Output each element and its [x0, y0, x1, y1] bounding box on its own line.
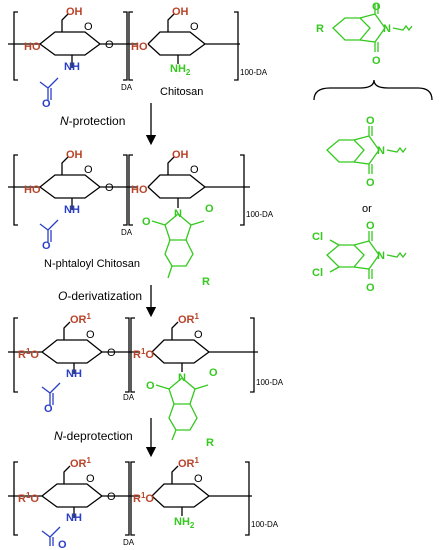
ring-oxygen: O: [84, 164, 93, 176]
phthalimide-n-label: N: [377, 145, 385, 157]
phthalimide-n-label: N: [178, 372, 186, 384]
or-label: or: [362, 203, 372, 215]
glycosidic-oxygen: O: [105, 182, 114, 194]
hydroxyl-label: HO: [24, 41, 41, 53]
amine-label: NH2: [170, 63, 191, 77]
substituent-r: R: [202, 276, 210, 288]
carbonyl-oxygen: O: [42, 98, 51, 110]
ether-label: R1O: [18, 347, 39, 361]
carbonyl-oxygen: O: [42, 240, 51, 252]
hydroxyl-label: OH: [172, 149, 189, 161]
ether-label: R1O: [133, 491, 154, 505]
phthalimide-carbonyl-o: O: [366, 177, 375, 189]
chlorine-label: Cl: [312, 267, 323, 279]
phthalimide-carbonyl-o: O: [205, 203, 214, 215]
chitosan-structure: O O O OH OH HO HO NH O NH2 DA 100-DA Chi…: [8, 6, 268, 110]
ring-oxygen: O: [86, 329, 95, 341]
substituent-r: R: [206, 437, 214, 449]
hydroxyl-label: OH: [66, 6, 83, 18]
step-label-n-deprotection: N-deprotection: [54, 429, 133, 443]
phthalimide-n-label: N: [174, 208, 182, 220]
carbonyl-oxygen: O: [58, 539, 67, 550]
amine-label: NH2: [174, 516, 195, 530]
phthalimide-carbonyl-o: O: [142, 216, 151, 228]
hydroxyl-label: HO: [131, 41, 148, 53]
dichlorophthaloyl-group: Cl Cl N O O: [312, 220, 407, 294]
degree-deacetylation-label: 100-DA: [240, 68, 268, 77]
glycosidic-oxygen: O: [107, 347, 116, 359]
degree-acetylation-label: DA: [121, 83, 133, 92]
curly-brace: [313, 79, 433, 101]
phthalimide-carbonyl-o: O: [372, 1, 381, 13]
amide-nh-label: NH: [66, 368, 82, 380]
chlorine-label: Cl: [312, 231, 323, 243]
step-label-n-protection: N-protection: [60, 114, 125, 128]
degree-deacetylation-label: 100-DA: [246, 210, 274, 219]
ring-oxygen: O: [86, 473, 95, 485]
hydroxyl-label: OH: [66, 149, 83, 161]
phthalimide-carbonyl-o: O: [366, 115, 375, 127]
degree-acetylation-label: DA: [123, 393, 135, 402]
ring-oxygen-1: O: [84, 21, 93, 33]
ring-oxygen: O: [190, 164, 199, 176]
ether-label: OR1: [178, 312, 200, 326]
ether-label: OR1: [70, 312, 92, 326]
phthalimide-carbonyl-o: O: [366, 282, 375, 294]
ring-oxygen: O: [194, 329, 203, 341]
glycosidic-oxygen: O: [107, 491, 116, 503]
chitosan-label: Chitosan: [160, 86, 203, 98]
carbonyl-oxygen: O: [44, 403, 53, 415]
glycosidic-oxygen: O: [105, 39, 114, 51]
ether-label: OR1: [178, 456, 200, 470]
ether-label: OR1: [70, 456, 92, 470]
amide-nh-label: NH: [64, 61, 80, 73]
hydroxyl-label: HO: [24, 184, 41, 196]
phthalimide-carbonyl-o: O: [366, 220, 375, 232]
phthalimide-carbonyl-o: O: [146, 380, 155, 392]
substituent-r: R: [316, 23, 324, 35]
phthalimide-carbonyl-o: O: [209, 367, 218, 379]
phthalimide-n-label: N: [377, 250, 385, 262]
amide-nh-label: NH: [64, 204, 80, 216]
ring-oxygen-2: O: [190, 21, 199, 33]
phthalimide-n-label: N: [383, 23, 391, 35]
o-derivatized-chitosan-structure: O O O OR1 OR1 R1O R1O NH O NH2 DA 100-DA: [8, 456, 279, 550]
o-derivatized-structure: O O O OR1 OR1 R1O R1O NH O N O O R DA 10…: [8, 312, 284, 449]
n-phthaloyl-chitosan-label: N-phtaloyl Chitosan: [44, 258, 140, 270]
n-phthaloyl-chitosan-structure: O O O OH OH HO HO NH O N O O R DA 100-DA: [8, 149, 274, 288]
hydroxyl-label: HO: [131, 184, 148, 196]
degree-deacetylation-label: 100-DA: [251, 520, 279, 529]
degree-deacetylation-label: 100-DA: [256, 378, 284, 387]
amide-nh-label: NH: [66, 512, 82, 524]
step-label-o-derivatization: O-derivatization: [58, 289, 142, 303]
phthaloyl-group: N O O: [326, 115, 407, 189]
generic-phthaloyl-group: R N O O: [316, 1, 413, 67]
ether-label: R1O: [18, 491, 39, 505]
degree-acetylation-label: DA: [121, 228, 133, 237]
hydroxyl-label: OH: [172, 6, 189, 18]
phthalimide-carbonyl-o: O: [372, 55, 381, 67]
degree-acetylation-label: DA: [123, 538, 135, 547]
ring-oxygen: O: [194, 473, 203, 485]
ether-label: R1O: [133, 347, 154, 361]
